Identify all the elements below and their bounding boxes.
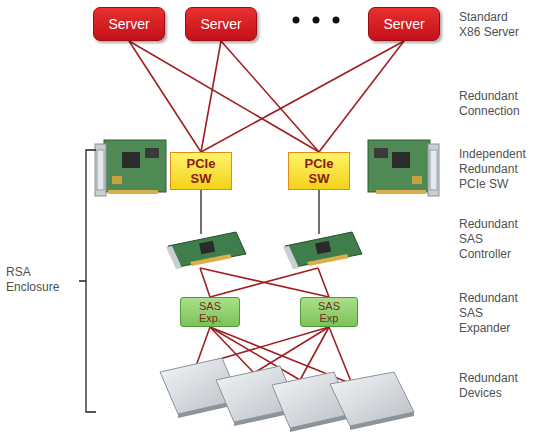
layer-label: Redundant SAS Expander (459, 291, 529, 336)
ellipsis-dot (333, 17, 340, 24)
layer-label: Redundant SAS Controller (459, 217, 529, 262)
card-part (412, 176, 422, 184)
card-pcb (368, 140, 430, 192)
card-port (430, 150, 437, 190)
sas-wire (300, 327, 329, 380)
card-chip (145, 148, 159, 158)
server-box: Server (185, 7, 257, 41)
pcie-switch-box: PCIe SW (288, 152, 350, 190)
sas-wire (200, 268, 329, 297)
sas-wire (200, 268, 210, 297)
pcie-card-image (368, 140, 439, 196)
box-label: PCIe SW (179, 156, 223, 186)
card-bracket (166, 246, 182, 269)
redundant-connection (319, 41, 404, 152)
card-bracket (428, 144, 439, 196)
card-fingers (190, 254, 232, 266)
card-chip (199, 241, 215, 255)
redundant-connection (221, 41, 319, 152)
sas-expander-box: SAS Exp. (180, 297, 240, 327)
box-label: Server (200, 16, 241, 32)
sas-controller-image (166, 232, 246, 269)
card-pcb (168, 232, 246, 267)
box-label: Server (108, 16, 149, 32)
enclosure-bracket (79, 150, 96, 412)
pcie-switch-box: PCIe SW (170, 152, 232, 190)
pcie-card-image (95, 140, 166, 196)
card-chip (315, 241, 331, 255)
card-bracket (95, 144, 106, 196)
sas-wire (210, 268, 318, 297)
card-fingers (108, 190, 158, 194)
ellipsis-dot (293, 17, 300, 24)
card-port (97, 150, 104, 190)
sas-wire (196, 327, 210, 366)
bus-wire (318, 190, 319, 234)
redundant-connection (201, 41, 221, 152)
card-part (112, 176, 122, 184)
enclosure-label: RSA Enclosure (6, 265, 66, 295)
server-box: Server (93, 7, 165, 41)
box-label: SAS Exp (311, 300, 347, 324)
box-label: PCIe SW (297, 156, 341, 186)
sas-wire (318, 268, 329, 297)
card-fingers (376, 190, 426, 194)
card-pcb (285, 232, 362, 267)
drive-edge (350, 412, 414, 430)
layer-label: Independent Redundant PCIe SW (459, 147, 529, 192)
bus-wire (200, 190, 201, 234)
redundant-connection (201, 41, 404, 152)
redundant-connection (129, 41, 201, 152)
card-chip (122, 152, 140, 168)
card-pcb (104, 140, 166, 192)
layer-label: Redundant Connection (459, 89, 529, 119)
card-bracket (283, 246, 299, 269)
sas-wire (254, 327, 329, 373)
card-fingers (307, 254, 349, 266)
box-label: SAS Exp. (191, 300, 229, 324)
card-chip (374, 148, 388, 158)
sas-controller-image (283, 232, 362, 269)
layer-label: Redundant Devices (459, 371, 529, 401)
server-box: Server (368, 7, 440, 41)
redundant-connection (129, 41, 319, 152)
drive-edge (290, 414, 352, 432)
box-label: Server (383, 16, 424, 32)
sas-expander-box: SAS Exp (300, 297, 358, 327)
layer-label: Standard X86 Server (459, 10, 529, 40)
card-chip (392, 152, 410, 168)
ellipsis-dot (313, 17, 320, 24)
ssd-drive (330, 372, 414, 430)
